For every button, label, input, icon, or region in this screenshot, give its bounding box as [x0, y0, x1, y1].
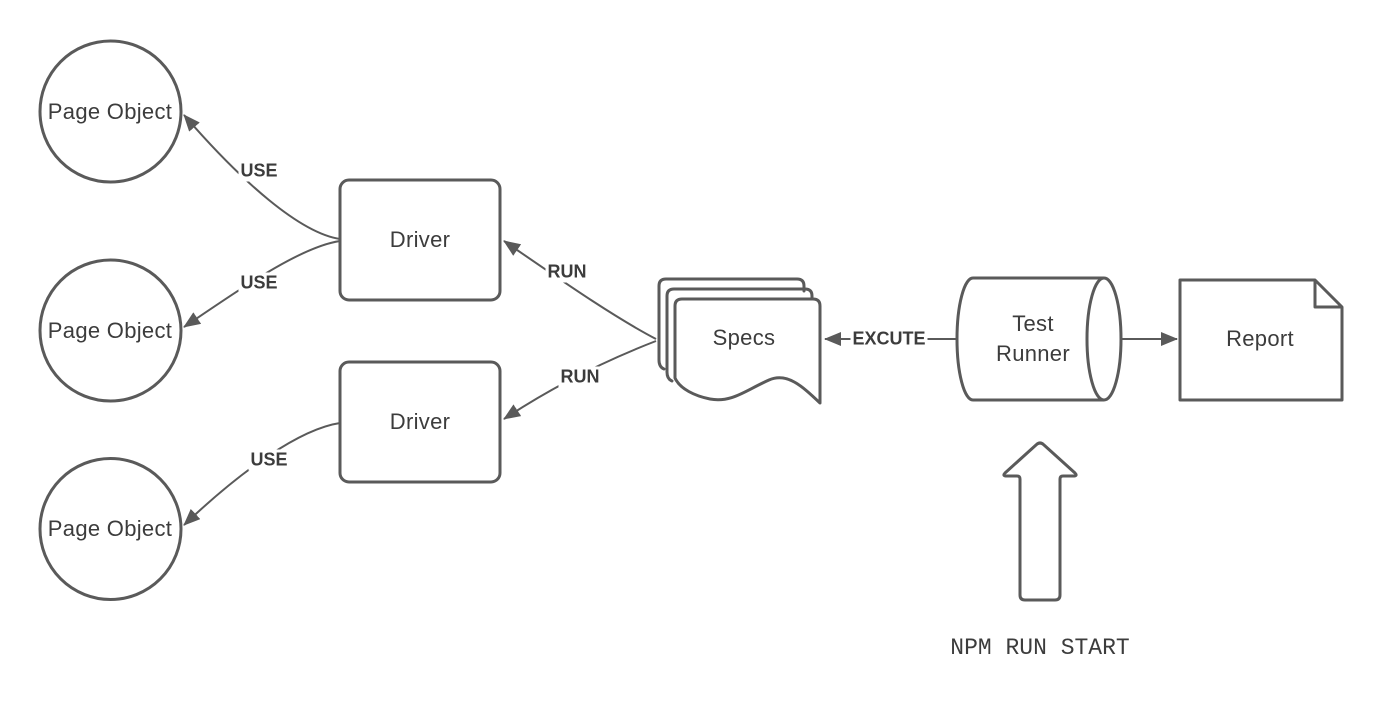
driver-2-shape [338, 360, 502, 484]
edge-use-3 [183, 422, 341, 526]
test-runner-label: Test Runner [996, 311, 1070, 366]
specs-back-sheet [657, 277, 806, 371]
specs-label: Specs [712, 325, 776, 350]
page-object-2-label: Page Object [47, 318, 173, 343]
report-fold [1313, 280, 1342, 309]
page-object-1-label: Page Object [47, 99, 173, 124]
edge-run-2-label: RUN [558, 366, 602, 388]
edge-use-2-label: USE [238, 272, 280, 294]
page-object-1-shape [38, 39, 183, 184]
report-label: Report [1226, 326, 1294, 351]
edge-run-1 [503, 240, 657, 340]
test-runner-cap [1085, 276, 1123, 402]
page-object-3-shape [38, 457, 183, 601]
edge-excute-label: EXCUTE [850, 328, 928, 350]
driver-1-shape [338, 178, 502, 302]
edge-use-3-label: USE [248, 449, 290, 471]
driver-2-label: Driver [389, 409, 451, 434]
specs-front-sheet [673, 297, 822, 405]
edge-use-2 [183, 240, 341, 328]
specs-shape [657, 277, 822, 405]
edge-run-1-label: RUN [545, 261, 589, 283]
report-outline [1178, 278, 1344, 402]
npm-run-start-caption: NPM RUN START [950, 635, 1130, 661]
report-shape [1178, 278, 1344, 402]
driver-1-label: Driver [389, 227, 451, 252]
edge-use-1-label: USE [238, 160, 280, 182]
page-object-3-label: Page Object [47, 516, 173, 541]
edge-use-1 [183, 114, 341, 240]
specs-middle-sheet [665, 287, 814, 383]
test-runner-shape [955, 276, 1123, 402]
page-object-2-shape [38, 258, 183, 403]
npm-start-arrow [1002, 441, 1078, 602]
